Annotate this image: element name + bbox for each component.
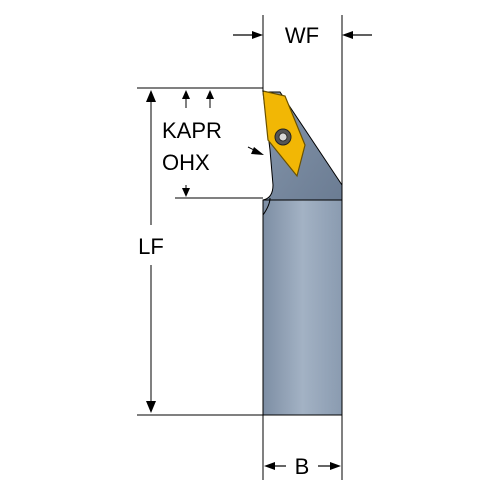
kapr-pointer (247, 146, 264, 155)
kapr-label: KAPR (162, 118, 222, 143)
dimension-wf: WF (233, 15, 372, 185)
b-label: B (295, 454, 310, 479)
lf-label: LF (138, 234, 164, 259)
insert-screw-icon (274, 128, 292, 146)
ohx-arrows (182, 90, 214, 197)
shank-neck-curve (262, 197, 271, 216)
dimension-lf: LF (138, 90, 164, 413)
wf-label: WF (285, 23, 319, 48)
ohx-label: OHX (162, 150, 210, 175)
dimension-b: B (262, 415, 343, 480)
tool-shank (262, 199, 343, 416)
